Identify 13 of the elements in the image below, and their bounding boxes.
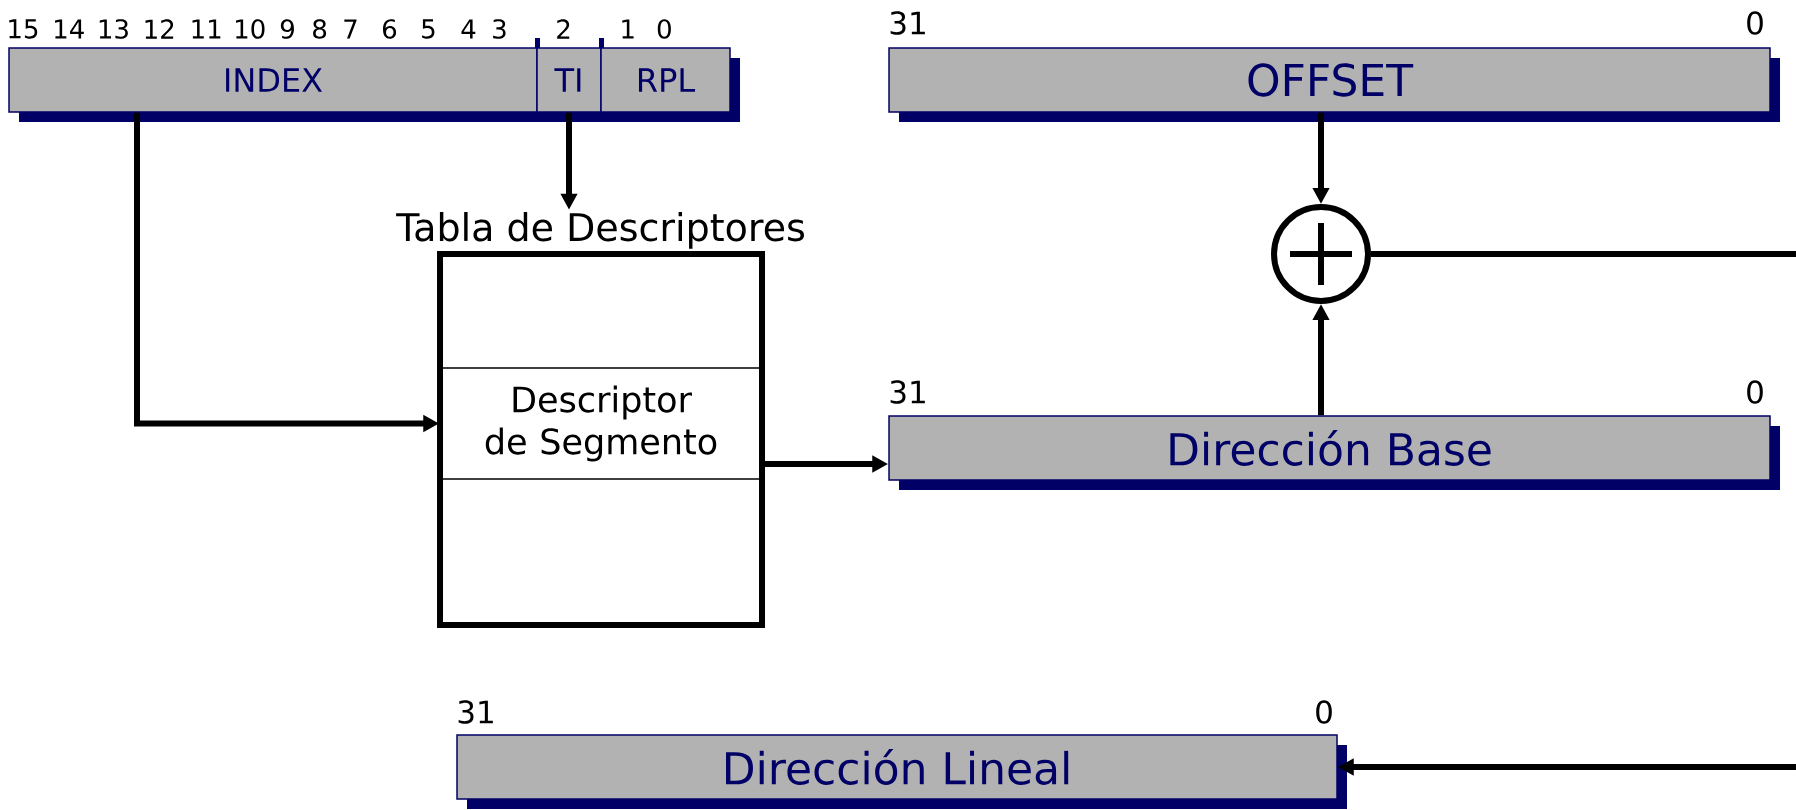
bit-number: 1 <box>622 19 634 39</box>
table-row: Descriptor de Segmento <box>439 367 763 480</box>
register-field: Dirección Lineal <box>456 734 1338 800</box>
node-label: Tabla de Descriptores <box>396 212 804 249</box>
register-field: RPL <box>600 47 731 113</box>
bit-number: 2 <box>557 19 570 39</box>
register-field: Dirección Base <box>888 415 1771 481</box>
bit-number: 3 <box>493 19 506 39</box>
register-field: OFFSET <box>888 47 1771 113</box>
bit-number: 0 <box>657 19 671 39</box>
register-field: TI <box>536 47 602 113</box>
bit-number: 4 <box>461 19 476 39</box>
adder-symbol <box>1271 204 1371 304</box>
